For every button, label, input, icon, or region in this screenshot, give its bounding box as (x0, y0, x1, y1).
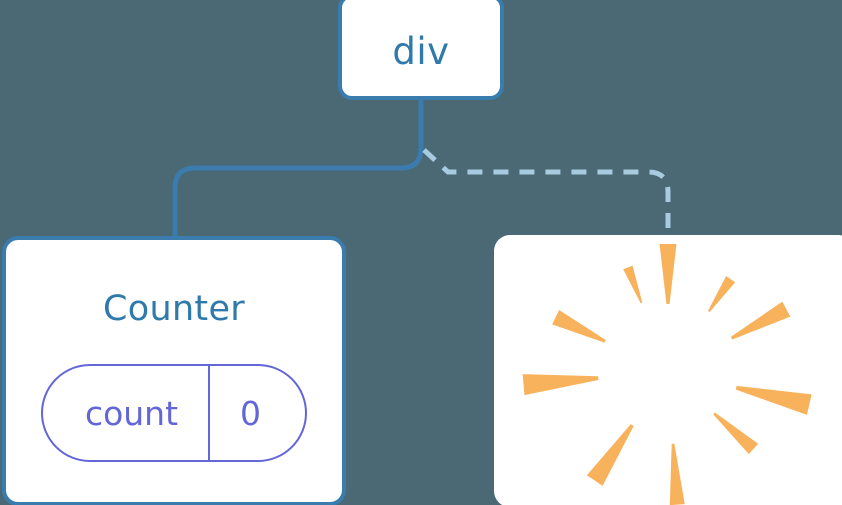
ray-ese (713, 412, 759, 455)
ray-ene (730, 301, 791, 340)
ray-nne (708, 276, 736, 313)
ray-nnw (623, 265, 643, 304)
connector-solid-to-counter (172, 100, 424, 240)
counter-node[interactable]: Counter count 0 (2, 236, 346, 505)
counter-state-pill[interactable]: count 0 (40, 364, 308, 462)
counter-node-title: Counter (103, 289, 245, 329)
state-key-label: count (84, 393, 179, 433)
ray-ssw (586, 424, 634, 486)
state-value-label: 0 (240, 393, 262, 433)
state-pill-divider (208, 366, 211, 460)
div-node[interactable]: div (338, 0, 504, 100)
radial-burst-icon (522, 244, 812, 505)
ray-e (735, 385, 812, 415)
connector-dashed-to-burst (422, 148, 671, 238)
ray-n (659, 244, 677, 304)
div-node-label: div (392, 29, 450, 73)
ray-wnw (552, 310, 606, 343)
ray-s (669, 443, 685, 505)
burst-node[interactable] (494, 235, 842, 505)
ray-w (522, 374, 599, 396)
